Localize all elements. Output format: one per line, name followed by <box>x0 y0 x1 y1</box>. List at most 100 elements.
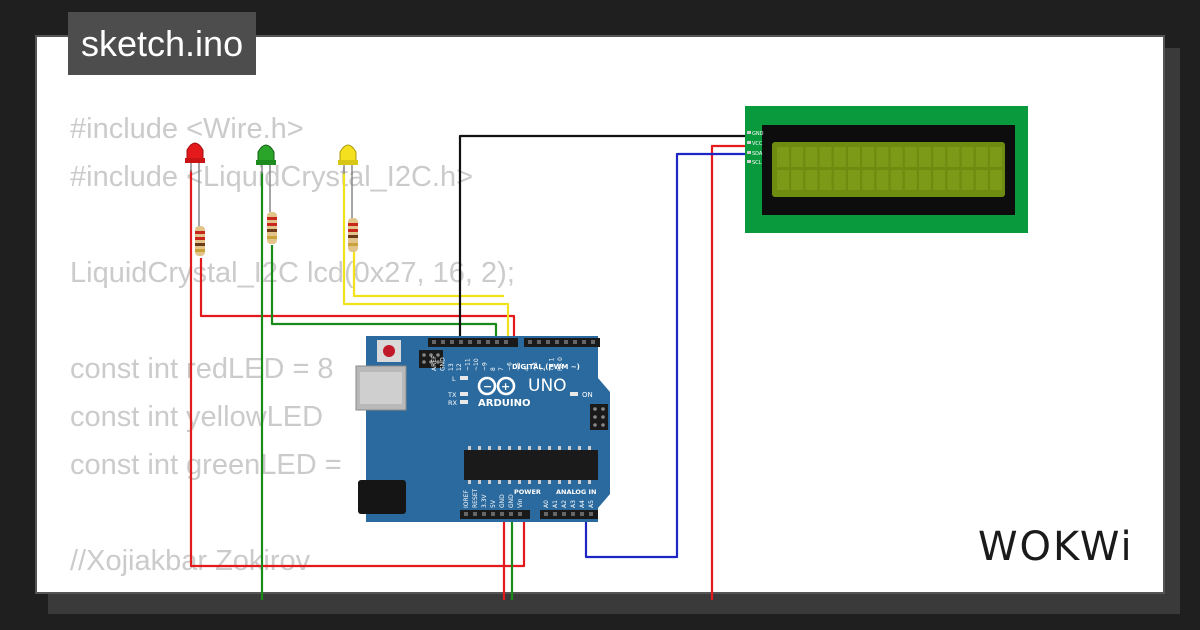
pin-label: IOREF <box>463 490 470 508</box>
wire-yellow-led[interactable] <box>342 172 510 342</box>
tx-label: TX <box>447 391 457 399</box>
wire-blue-sda[interactable] <box>584 152 748 559</box>
pin-label: 7 <box>498 367 505 371</box>
board-name: UNO <box>528 376 567 396</box>
pin-label: ~6 <box>507 362 514 371</box>
lcd-cell <box>805 170 818 190</box>
lcd-cell <box>947 147 960 167</box>
lcd-cell <box>777 170 789 190</box>
pin-label: TX 1 <box>549 357 556 372</box>
lcd-cell <box>961 147 974 167</box>
analog-label: ANALOG IN <box>556 488 596 496</box>
led-red[interactable] <box>185 142 205 226</box>
l-label: L <box>452 375 456 383</box>
pin-label: ~3 <box>532 362 539 371</box>
pin-label: A2 <box>561 500 568 508</box>
svg-text:−: − <box>483 380 492 393</box>
pin-label: ~11 <box>465 358 472 371</box>
wire-green-led[interactable] <box>270 245 498 342</box>
wire-red-led-ground[interactable] <box>189 170 526 568</box>
lcd-cell <box>833 170 846 190</box>
wokwi-logo: WOKWi <box>978 524 1134 570</box>
wire-black-gnd[interactable] <box>458 134 748 342</box>
lcd-cell <box>791 170 804 190</box>
led-green[interactable] <box>256 144 276 212</box>
pin-label: 3.3V <box>481 493 488 508</box>
lcd-pin-sda: SDA <box>752 151 763 157</box>
pin-label: 5V <box>490 499 497 508</box>
pin-label: GND <box>508 494 515 508</box>
digital-label: DIGITAL (PWM ~) <box>512 363 580 371</box>
lcd-cell <box>890 147 903 167</box>
pin-label: 13 <box>448 363 455 371</box>
lcd-cell <box>919 170 931 190</box>
lcd-cell <box>805 147 818 167</box>
pin-label: ~9 <box>481 362 488 371</box>
lcd-i2c-display[interactable]: GND VCC SDA SCL <box>745 106 1028 233</box>
pin-label: A0 <box>543 500 550 508</box>
lcd-cell <box>777 147 789 167</box>
code-line: LiquidCrystal_I2C lcd(0x27, 16, 2); <box>70 257 515 289</box>
led-yellow[interactable] <box>338 144 358 218</box>
pin-label: A3 <box>570 500 577 508</box>
lcd-cell <box>919 147 931 167</box>
code-line: #include <LiquidCrystal_I2C.h> <box>70 161 474 193</box>
lcd-cell <box>862 170 875 190</box>
pin-label: ~10 <box>473 358 480 371</box>
pin-label: A4 <box>579 500 586 508</box>
lcd-pin-gnd: GND <box>752 131 764 137</box>
lcd-cell <box>791 147 804 167</box>
lcd-pin-vcc: VCC <box>752 141 763 147</box>
lcd-cell <box>933 170 946 190</box>
pin-label: 8 <box>490 367 497 371</box>
board-brand: ARDUINO <box>478 398 530 409</box>
lcd-cell <box>961 170 974 190</box>
pin-label: 12 <box>456 363 463 371</box>
resistor-yellow-led[interactable] <box>348 218 358 252</box>
pin-label: ~5 <box>515 362 522 371</box>
resistor-red-led[interactable] <box>195 226 205 256</box>
power-label: POWER <box>514 488 541 496</box>
lcd-cell <box>848 170 860 190</box>
wire-red-vcc[interactable] <box>710 144 748 600</box>
pin-label: AREF <box>431 355 438 371</box>
lcd-cell <box>904 147 917 167</box>
arduino-logo-icon <box>477 376 516 396</box>
wire-yellow-led-2[interactable] <box>352 252 504 298</box>
resistor-green-led[interactable] <box>267 212 277 244</box>
code-background: #include <Wire.h> #include <LiquidCrysta… <box>70 105 515 585</box>
pin-label: A5 <box>588 500 595 508</box>
lcd-cell <box>990 147 1002 167</box>
pin-label: A1 <box>552 500 559 508</box>
code-line: const int greenLED = <box>70 449 342 481</box>
lcd-cell <box>975 147 988 167</box>
lcd-cell <box>890 170 903 190</box>
on-label: ON <box>582 391 593 399</box>
pin-label: GND <box>499 494 506 508</box>
lcd-cell <box>819 147 832 167</box>
pin-label: RX 0 <box>557 357 564 371</box>
lcd-cell <box>975 170 988 190</box>
arduino-uno-board[interactable]: − + UNO ARDUINO DIGITAL (PWM ~) POWER AN… <box>355 336 610 522</box>
rx-label: RX <box>448 399 458 407</box>
wire-red-led[interactable] <box>199 258 516 342</box>
lcd-cell <box>947 170 960 190</box>
lcd-cell <box>876 147 889 167</box>
pin-label: Vin <box>517 498 524 508</box>
lcd-cell <box>990 170 1002 190</box>
file-title[interactable]: sketch.ino <box>68 12 257 75</box>
lcd-cell <box>833 147 846 167</box>
power-jack <box>358 480 406 514</box>
code-line: const int yellowLED <box>70 401 324 433</box>
pin-label: 2 <box>540 367 547 371</box>
pin-label: GND <box>439 357 446 371</box>
atmega-chip <box>464 450 598 480</box>
lcd-cell <box>876 170 889 190</box>
lcd-cell <box>904 170 917 190</box>
pin-label: RESET <box>472 488 479 508</box>
pin-label: 4 <box>523 367 530 371</box>
lcd-cell <box>848 147 860 167</box>
lcd-cell <box>819 170 832 190</box>
code-line: #include <Wire.h> <box>70 113 304 145</box>
